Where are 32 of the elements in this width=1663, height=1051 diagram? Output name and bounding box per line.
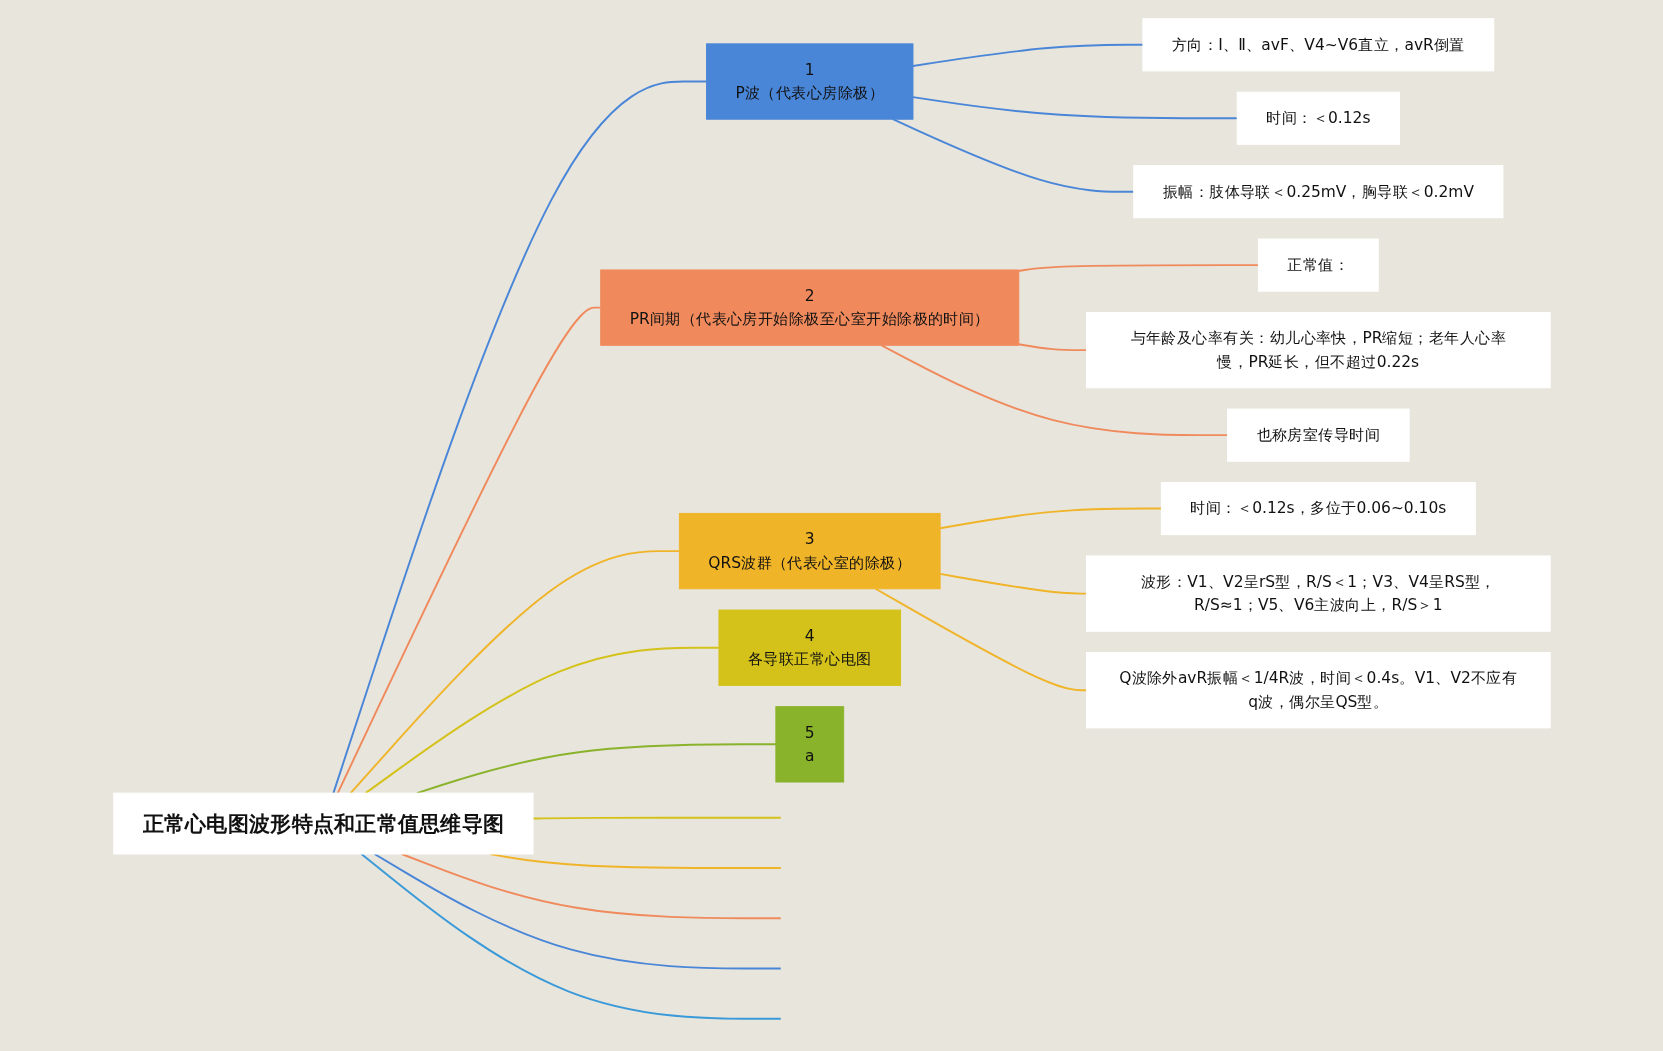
connector (938, 507, 1162, 529)
node-box: 方向：Ⅰ、Ⅱ、avF、V4~V6直立，avR倒置 (1141, 17, 1494, 71)
connector (373, 852, 782, 969)
connector (911, 43, 1144, 67)
connector (364, 646, 720, 794)
node-box: 2 PR间期（代表心房开始除极至心室开始除极的时间） (599, 268, 1019, 346)
node-box: 正常值： (1257, 238, 1379, 292)
connector (331, 80, 708, 794)
connector (349, 549, 680, 794)
node-box: 时间：＜0.12s (1236, 91, 1400, 145)
node-box: 波形：V1、V2呈rS型，R/S＜1；V3、V4呈RS型，R/S≈1；V5、V6主波向上，R/S＞1 (1085, 554, 1551, 632)
connector (1017, 342, 1087, 351)
node-box: 5 a (774, 705, 844, 782)
node-box: 振幅：肢体导联＜0.25mV，胸导联＜0.2mV (1132, 164, 1503, 218)
node-box: Q波除外avR振幅＜1/4R波，时间＜0.4s。V1、V2不应有q波，偶尔呈QS型。 (1085, 651, 1551, 728)
connector (880, 343, 1228, 436)
connector (359, 852, 782, 1020)
node-box: 正常心电图波形特点和正常值思维导图 (112, 792, 534, 854)
connector (938, 572, 1087, 595)
node-box: 4 各导联正常心电图 (717, 609, 901, 686)
connector (531, 816, 782, 820)
node-box: 时间：＜0.12s，多位于0.06~0.10s (1160, 481, 1476, 535)
node-box: 3 QRS波群（代表心室的除极） (678, 512, 941, 589)
connector (874, 587, 1087, 691)
connector (1017, 263, 1259, 272)
connector (911, 95, 1238, 119)
node-box: 1 P波（代表心房除极） (705, 42, 913, 120)
node-box: 也称房室传导时间 (1226, 408, 1410, 462)
connector (400, 852, 782, 919)
node-box: 与年龄及心率有关：幼儿心率快，PR缩短；老年人心率慢，PR延长，但不超过0.22s (1085, 311, 1551, 388)
connector (891, 117, 1135, 193)
connector (336, 306, 602, 794)
